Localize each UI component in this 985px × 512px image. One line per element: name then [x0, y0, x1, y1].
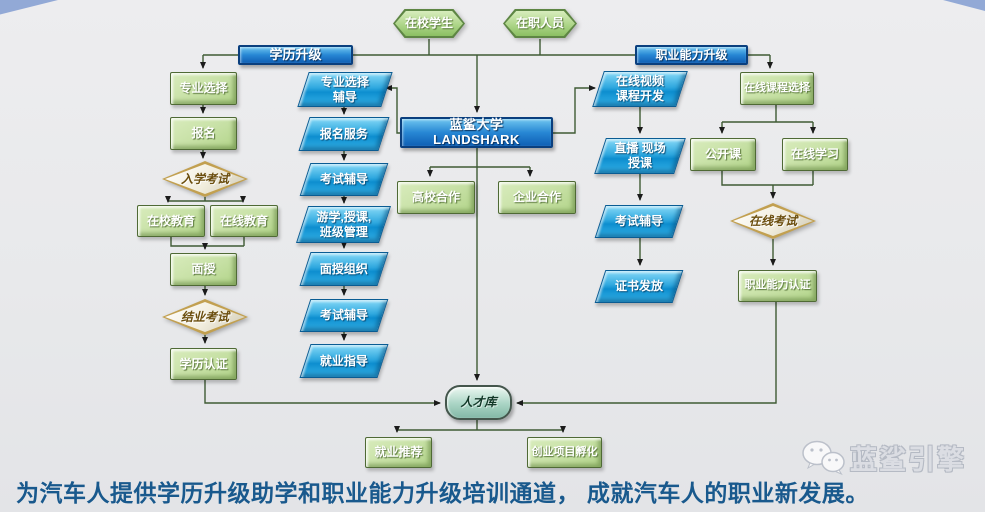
node-enterprise-cooperation: 企业合作	[498, 181, 576, 214]
node-label: 人才库	[460, 395, 497, 409]
node-startup-incubation: 创业项目孵化	[527, 437, 602, 468]
node-final-exam: 结业考试	[162, 299, 248, 335]
node-label: 在线考试	[748, 213, 797, 228]
node-online-course-selection: 在线课程选择	[740, 72, 814, 105]
landshark-cn-label: 蓝鲨大学	[449, 116, 504, 132]
node-face-to-face-teaching: 面授	[170, 253, 237, 286]
node-certificate-issuance: 证书发放	[594, 270, 684, 303]
hexagon-face	[395, 11, 463, 36]
node-label: 公开课	[704, 147, 741, 161]
node-registration-service: 报名服务	[298, 117, 390, 151]
node-label: 考试辅导	[614, 214, 663, 228]
corner-accent-right	[943, 0, 985, 12]
node-online-education: 在线教育	[210, 205, 278, 237]
node-label: 面授	[191, 262, 216, 276]
node-major-selection-coaching: 专业选择辅导	[297, 72, 393, 107]
header-label: 职业能力升级	[655, 47, 728, 62]
node-label: 在线学习	[790, 147, 839, 161]
hexagon-face	[505, 11, 575, 36]
watermark-label: 蓝鲨引擎	[850, 445, 966, 475]
node-major-selection: 专业选择	[170, 72, 237, 105]
node-exam-coaching-3: 考试辅导	[594, 205, 684, 238]
node-label: 入学考试	[180, 171, 229, 186]
node-exam-coaching-1: 考试辅导	[299, 163, 389, 196]
header-label: 学历升级	[269, 46, 322, 62]
node-label: 专业选择辅导	[320, 74, 369, 104]
node-label: 就业推荐	[374, 445, 423, 459]
node-vocational-ability-certification: 职业能力认证	[738, 270, 817, 302]
node-entrance-exam: 入学考试	[162, 161, 248, 197]
corner-accent-left	[0, 0, 58, 16]
node-landshark-university: 蓝鲨大学 LANDSHARK	[400, 117, 553, 148]
node-study-tour-class-management: 游学,授课,班级管理	[295, 206, 392, 243]
node-exam-coaching-2: 考试辅导	[299, 299, 389, 332]
node-label: 考试辅导	[319, 308, 368, 322]
node-label: 在线课程选择	[744, 81, 810, 94]
node-label: 报名服务	[319, 126, 368, 141]
node-face-teaching-organization: 面授组织	[299, 252, 389, 286]
node-label: 在线教育	[219, 213, 268, 228]
node-label: 在校学生	[404, 16, 453, 30]
node-working-people: 在职人员	[503, 9, 577, 38]
slide-caption: 为汽车人提供学历升级助学和职业能力升级培训通道， 成就汽车人的职业新发展。	[16, 480, 869, 506]
node-registration: 报名	[170, 117, 237, 150]
node-label: 高校合作	[411, 190, 460, 204]
node-label: 在校教育	[146, 213, 195, 228]
node-current-students: 在校学生	[393, 9, 465, 38]
node-label: 在线视频课程开发	[615, 74, 664, 103]
node-live-onsite-teaching: 直播 现场授课	[594, 138, 686, 174]
node-label: 考试辅导	[319, 172, 368, 186]
node-label: 就业指导	[319, 353, 368, 368]
node-label: 专业选择	[179, 81, 228, 95]
node-talent-pool: 人才库	[445, 385, 512, 420]
node-on-campus-education: 在校教育	[137, 205, 205, 237]
header-academic-upgrade: 学历升级	[238, 45, 353, 65]
node-university-cooperation: 高校合作	[397, 181, 475, 214]
brand-watermark: 蓝鲨引擎	[800, 438, 966, 477]
node-open-class: 公开课	[690, 138, 756, 171]
landshark-en-label: LANDSHARK	[433, 131, 520, 147]
node-label: 面授组织	[319, 261, 368, 276]
node-label: 游学,授课,班级管理	[316, 209, 371, 239]
node-online-learning: 在线学习	[782, 138, 848, 171]
node-online-video-course-development: 在线视频课程开发	[592, 71, 688, 107]
node-label: 职业能力认证	[744, 279, 811, 292]
node-online-exam: 在线考试	[730, 203, 816, 239]
wechat-icon	[802, 440, 845, 475]
node-label: 报名	[191, 126, 216, 140]
node-label: 结业考试	[180, 309, 229, 324]
node-label: 创业项目孵化	[531, 445, 598, 458]
node-job-recommendation: 就业推荐	[365, 437, 432, 468]
node-label: 直播 现场授课	[614, 141, 666, 170]
header-vocational-upgrade: 职业能力升级	[635, 45, 748, 65]
node-employment-guidance: 就业指导	[299, 344, 389, 378]
node-label: 在职人员	[515, 16, 564, 30]
node-label: 学历认证	[179, 356, 228, 371]
node-label: 企业合作	[512, 190, 561, 204]
node-diploma-certification: 学历认证	[170, 348, 237, 380]
node-label: 证书发放	[614, 279, 663, 293]
